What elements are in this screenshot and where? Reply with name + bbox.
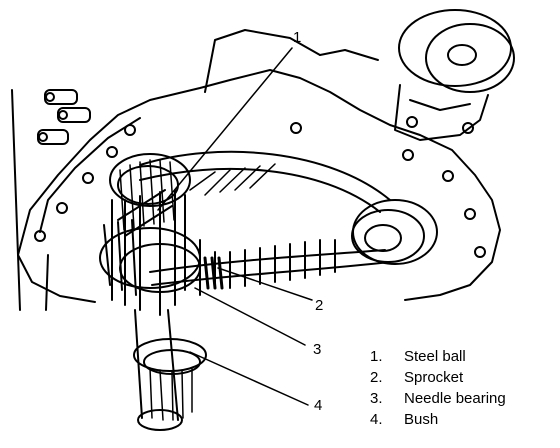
legend-label: Sprocket: [404, 369, 464, 386]
legend-number: 3.: [370, 390, 383, 407]
oil-pump-assembly: [394, 9, 515, 141]
legend-item: 1. Steel ball: [370, 346, 506, 367]
legend-label: Bush: [404, 411, 439, 428]
housing-bolts: [37, 89, 91, 145]
legend-item: 3. Needle bearing: [370, 388, 506, 409]
leader-line-2: [217, 267, 313, 301]
legend-label: Steel ball: [404, 348, 466, 365]
callout-number-4: 4: [314, 397, 322, 414]
drive-chain: [139, 150, 391, 289]
parts-legend: 1. Steel ball 2. Sprocket 3. Needle bear…: [370, 346, 506, 430]
legend-number: 4.: [370, 411, 383, 428]
leader-line-1: [157, 47, 293, 211]
drive-sprocket: [119, 159, 224, 290]
leader-line-3: [194, 287, 306, 346]
leader-lines: [157, 47, 313, 406]
callout-number-1: 1: [293, 29, 301, 46]
legend-label: Needle bearing: [404, 390, 506, 407]
main-shaft: [99, 153, 207, 431]
transfer-case-housing: [11, 29, 501, 311]
callout-number-2: 2: [315, 297, 323, 314]
legend-item: 2. Sprocket: [370, 367, 506, 388]
legend-number: 2.: [370, 369, 383, 386]
leader-line-4: [189, 351, 309, 406]
legend-number: 1.: [370, 348, 383, 365]
driven-sprocket: [351, 199, 438, 265]
callout-number-3: 3: [313, 341, 321, 358]
legend-item: 4. Bush: [370, 409, 506, 430]
